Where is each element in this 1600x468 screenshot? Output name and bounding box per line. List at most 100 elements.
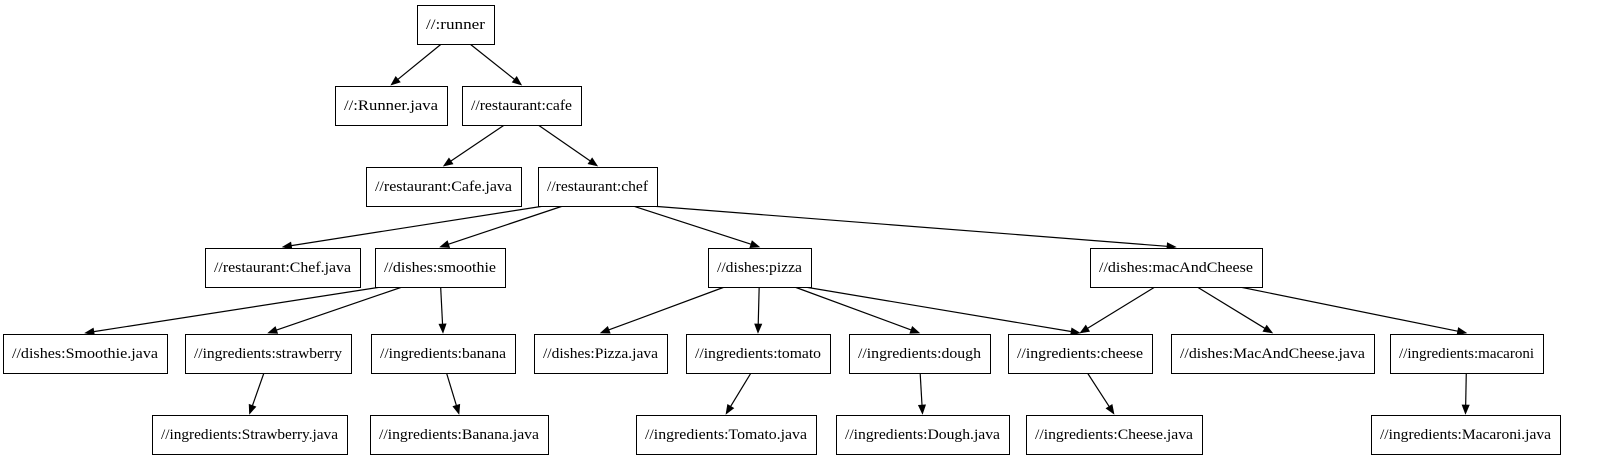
graph-edge xyxy=(1461,372,1470,415)
edge-line xyxy=(1239,286,1458,332)
node-box[interactable] xyxy=(370,415,549,455)
edge-line xyxy=(251,372,265,406)
node-label: //ingredients:dough xyxy=(858,346,982,362)
node-box[interactable] xyxy=(3,334,168,374)
node-box[interactable] xyxy=(538,167,658,207)
edge-line xyxy=(397,43,442,80)
graph-node-ing-strawberry[interactable]: //ingredients:strawberry xyxy=(185,334,352,374)
graph-edge xyxy=(754,286,763,334)
graph-node-dishes-mac[interactable]: //dishes:macAndCheese xyxy=(1090,248,1263,288)
graph-node-runner-java[interactable]: //:Runner.java xyxy=(335,86,448,126)
node-box[interactable] xyxy=(708,248,812,288)
node-label: //dishes:MacAndCheese.java xyxy=(1180,346,1365,362)
graph-node-restaurant-chef[interactable]: //restaurant:chef xyxy=(538,167,658,207)
graph-node-runner[interactable]: //:runner xyxy=(417,5,495,45)
node-box[interactable] xyxy=(849,334,991,374)
graph-edge xyxy=(438,286,447,334)
edge-line xyxy=(1196,286,1266,329)
edge-line xyxy=(730,372,752,407)
graph-node-cheese-java[interactable]: //ingredients:Cheese.java xyxy=(1026,415,1203,455)
edge-line xyxy=(632,205,752,245)
node-box[interactable] xyxy=(1026,415,1203,455)
edge-line xyxy=(93,286,382,333)
node-label: //dishes:macAndCheese xyxy=(1099,260,1253,276)
node-box[interactable] xyxy=(375,248,506,288)
node-label: //ingredients:banana xyxy=(380,346,506,362)
graph-node-dishes-pizza[interactable]: //dishes:pizza xyxy=(708,248,812,288)
node-label: //ingredients:tomato xyxy=(695,346,821,362)
edge-line xyxy=(794,286,912,331)
node-layer: //:runner //:Runner.java //restaurant:cafe… xyxy=(3,5,1561,455)
graph-edge xyxy=(917,372,927,415)
graph-edge xyxy=(390,43,442,86)
node-box[interactable] xyxy=(836,415,1010,455)
graph-edge xyxy=(1079,286,1156,334)
graph-node-ing-macaroni[interactable]: //ingredients:macaroni xyxy=(1390,334,1544,374)
edge-arrowhead xyxy=(1105,403,1115,415)
node-box[interactable] xyxy=(534,334,668,374)
edge-line xyxy=(448,205,564,245)
graph-edge xyxy=(469,43,523,86)
graph-node-restaurant-cafe[interactable]: //restaurant:cafe xyxy=(462,86,582,126)
node-label: //ingredients:cheese xyxy=(1017,346,1143,362)
graph-node-pizza-java[interactable]: //dishes:Pizza.java xyxy=(534,334,668,374)
edge-line xyxy=(450,124,505,162)
edge-line xyxy=(919,372,923,406)
node-box[interactable] xyxy=(335,86,448,126)
edge-line xyxy=(1086,372,1110,407)
graph-node-ing-tomato[interactable]: //ingredients:tomato xyxy=(686,334,831,374)
node-box[interactable] xyxy=(366,167,522,207)
node-box[interactable] xyxy=(371,334,516,374)
edge-arrowhead xyxy=(1262,324,1274,334)
node-box[interactable] xyxy=(1008,334,1153,374)
graph-edge xyxy=(725,372,752,415)
edge-line xyxy=(469,43,515,80)
graph-node-banana-java[interactable]: //ingredients:Banana.java xyxy=(370,415,549,455)
node-box[interactable] xyxy=(1171,334,1375,374)
node-box[interactable] xyxy=(1390,334,1544,374)
graph-node-cafe-java[interactable]: //restaurant:Cafe.java xyxy=(366,167,522,207)
edge-arrowhead xyxy=(599,325,611,334)
node-box[interactable] xyxy=(462,86,582,126)
node-box[interactable] xyxy=(1371,415,1561,455)
edge-arrowhead xyxy=(511,76,523,86)
node-label: //ingredients:strawberry xyxy=(194,346,343,362)
node-box[interactable] xyxy=(686,334,831,374)
edge-line xyxy=(445,372,457,406)
graph-node-macaroni-java[interactable]: //ingredients:Macaroni.java xyxy=(1371,415,1561,455)
node-label: //ingredients:Cheese.java xyxy=(1035,427,1193,443)
node-label: //ingredients:Banana.java xyxy=(379,427,539,443)
node-box[interactable] xyxy=(205,248,361,288)
graph-node-ing-banana[interactable]: //ingredients:banana xyxy=(371,334,516,374)
node-box[interactable] xyxy=(152,415,348,455)
node-label: //dishes:Pizza.java xyxy=(543,346,658,362)
node-box[interactable] xyxy=(636,415,817,455)
edge-arrowhead xyxy=(749,240,761,248)
edge-arrowhead xyxy=(917,404,927,415)
graph-edge xyxy=(84,286,382,336)
graph-edge xyxy=(650,205,1177,251)
edge-arrowhead xyxy=(439,240,451,248)
graph-node-strawberry-java[interactable]: //ingredients:Strawberry.java xyxy=(152,415,348,455)
graph-node-smoothie-java[interactable]: //dishes:Smoothie.java xyxy=(3,334,168,374)
graph-node-dough-java[interactable]: //ingredients:Dough.java xyxy=(836,415,1010,455)
edge-line xyxy=(291,205,545,247)
node-box[interactable] xyxy=(1090,248,1263,288)
edge-arrowhead xyxy=(754,323,763,334)
node-label: //dishes:smoothie xyxy=(384,260,496,276)
node-box[interactable] xyxy=(185,334,352,374)
graph-edge xyxy=(1196,286,1274,334)
edge-arrowhead xyxy=(587,157,599,167)
graph-edge xyxy=(804,286,1081,336)
graph-node-ing-cheese[interactable]: //ingredients:cheese xyxy=(1008,334,1153,374)
graph-node-dishes-smoothie[interactable]: //dishes:smoothie xyxy=(375,248,506,288)
graph-node-ing-dough[interactable]: //ingredients:dough xyxy=(849,334,991,374)
graph-node-chef-java[interactable]: //restaurant:Chef.java xyxy=(205,248,361,288)
graph-node-tomato-java[interactable]: //ingredients:Tomato.java xyxy=(636,415,817,455)
node-box[interactable] xyxy=(417,5,495,45)
edge-line xyxy=(804,286,1072,333)
edge-arrowhead xyxy=(390,75,401,86)
graph-node-mac-java[interactable]: //dishes:MacAndCheese.java xyxy=(1171,334,1375,374)
edge-arrowhead xyxy=(909,325,921,334)
